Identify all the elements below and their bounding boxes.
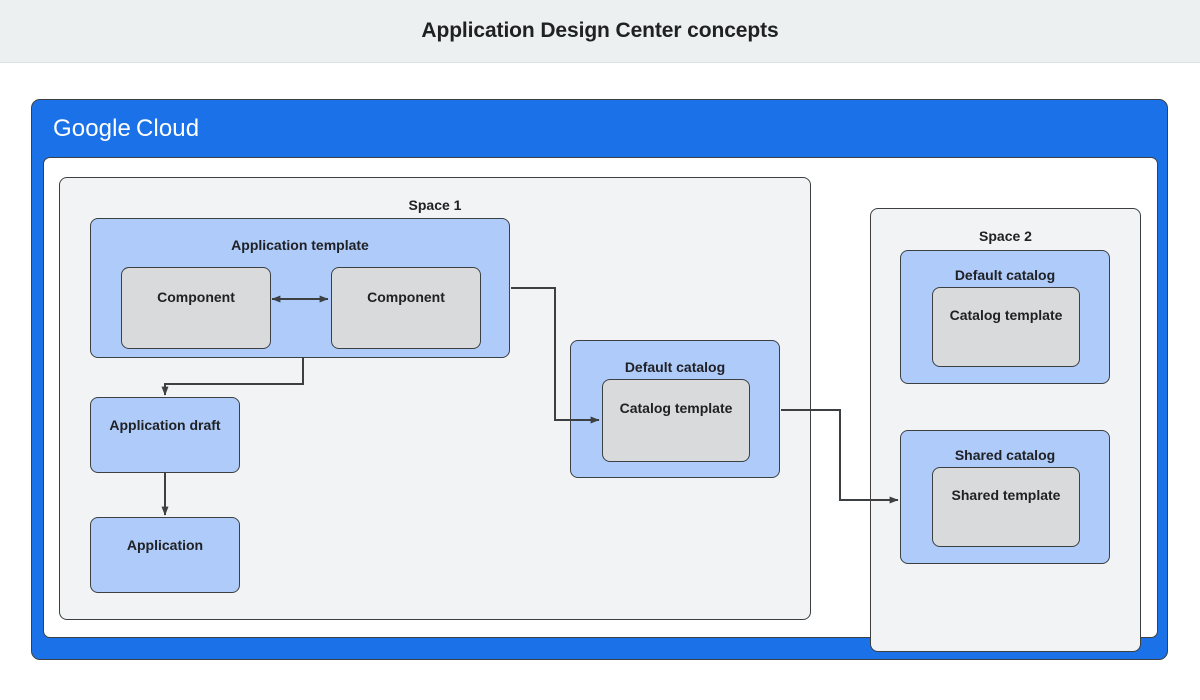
space-1-label: Space 1 [408,197,462,213]
component-left-label: Component [157,289,235,305]
catalog-template-space-1-label: Catalog template [619,400,733,416]
shared-catalog-box[interactable]: Shared catalog Shared template [900,430,1110,564]
application-template-label: Application template [231,237,369,253]
component-right-label: Component [367,289,445,305]
application-template-box[interactable]: Application template Component Component [90,218,510,358]
shared-template-box[interactable]: Shared template [932,467,1080,547]
shared-catalog-label: Shared catalog [954,447,1056,463]
catalog-template-box-space-1[interactable]: Catalog template [602,379,750,462]
default-catalog-box-space-2[interactable]: Default catalog Catalog template [900,250,1110,384]
page-title: Application Design Center concepts [421,19,779,42]
component-box-left[interactable]: Component [121,267,271,349]
default-catalog-space-1-label: Default catalog [624,359,726,375]
application-draft-box[interactable]: Application draft [90,397,240,473]
application-label: Application [126,537,204,553]
application-box[interactable]: Application [90,517,240,593]
catalog-template-box-space-2[interactable]: Catalog template [932,287,1080,367]
google-cloud-logo-google: Google [53,115,131,142]
default-catalog-box-space-1[interactable]: Default catalog Catalog template [570,340,780,478]
catalog-template-space-2-label: Catalog template [949,307,1063,323]
component-box-right[interactable]: Component [331,267,481,349]
default-catalog-space-2-label: Default catalog [954,267,1056,283]
title-bar: Application Design Center concepts [0,0,1200,63]
google-cloud-logo-cloud: Cloud [136,115,200,142]
space-2-label: Space 2 [979,228,1032,244]
shared-template-label: Shared template [951,487,1061,503]
application-draft-label: Application draft [109,417,221,433]
